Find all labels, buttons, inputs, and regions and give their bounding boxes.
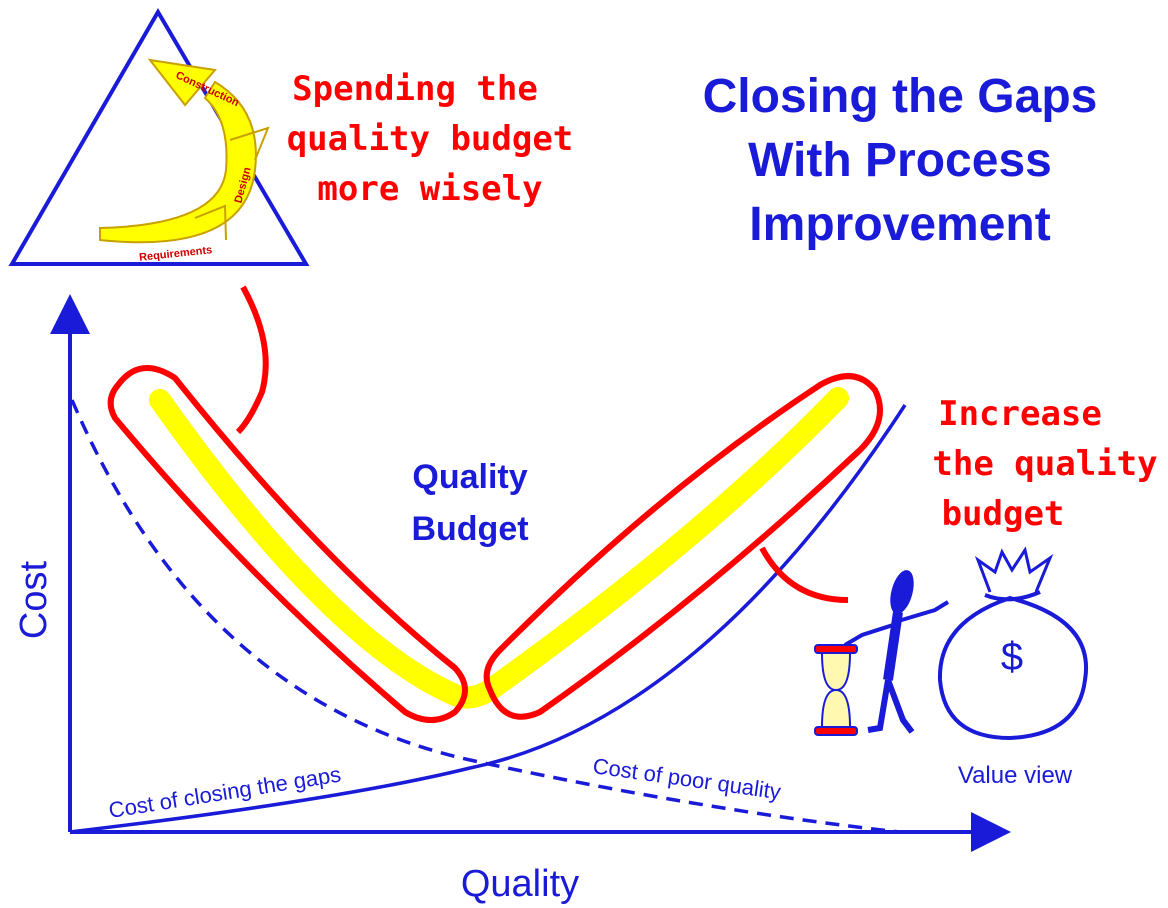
increase-note: Increase the quality budget <box>932 394 1157 534</box>
spending-line-1: Spending the <box>292 69 538 109</box>
left-loop-tail <box>235 285 269 435</box>
quality-budget-label: Quality Budget <box>411 458 528 548</box>
quality-budget-line-1: Quality <box>412 458 527 496</box>
quality-budget-band <box>149 387 849 709</box>
cost-poor-quality-curve <box>70 399 901 834</box>
axes: Quality Cost <box>13 294 1011 905</box>
spending-note: Spending the quality budget more wisely <box>287 69 574 209</box>
left-loop <box>107 285 468 723</box>
money-bag-icon: $ <box>937 546 1089 741</box>
person-icon <box>843 570 950 734</box>
page-title: Closing the Gaps With Process Improvemen… <box>703 70 1098 251</box>
cost-poor-quality-label: Cost of poor quality <box>591 753 782 804</box>
spending-line-3: more wisely <box>317 169 542 209</box>
y-axis-label: Cost <box>13 560 55 639</box>
increase-line-3: budget <box>942 494 1065 534</box>
right-loop <box>483 373 883 720</box>
increase-line-1: Increase <box>938 394 1102 434</box>
x-axis-label: Quality <box>461 863 579 905</box>
hourglass-icon <box>814 644 858 736</box>
right-loop-tail <box>759 546 849 603</box>
quality-budget-line-2: Budget <box>411 510 528 548</box>
title-line-2: With Process <box>748 134 1052 187</box>
spending-line-2: quality budget <box>287 119 574 159</box>
title-line-3: Improvement <box>749 198 1050 251</box>
increase-line-2: the quality <box>932 444 1157 484</box>
value-view-label: Value view <box>958 762 1073 789</box>
dollar-sign: $ <box>1001 635 1023 679</box>
cycle-arrow-icon: Construction Design Requirements <box>99 58 270 264</box>
cycle-step-requirements: Requirements <box>139 244 213 264</box>
title-line-1: Closing the Gaps <box>703 70 1098 123</box>
